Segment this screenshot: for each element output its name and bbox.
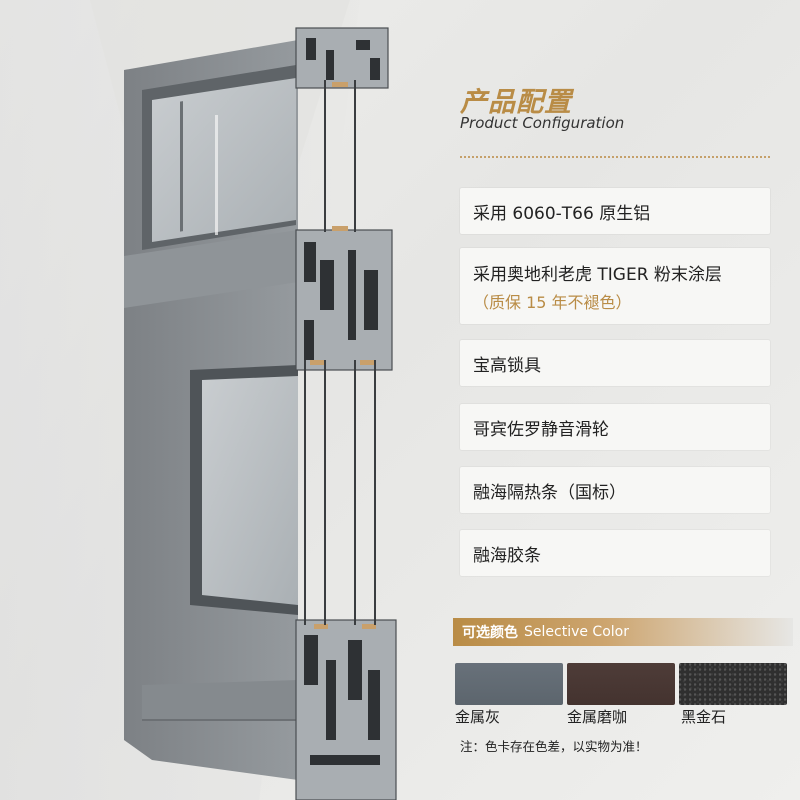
feature-item: 采用 6060-T66 原生铝 — [460, 188, 770, 234]
color-swatch-metal-coffee[interactable] — [567, 663, 675, 705]
feature-text: 融海隔热条（国标） — [473, 482, 626, 503]
feature-item: 宝高锁具 — [460, 340, 770, 386]
feature-item: 融海胶条 — [460, 530, 770, 576]
feature-item: 采用奥地利老虎 TIGER 粉末涂层 （质保 15 年不褪色） — [460, 248, 770, 324]
color-header-cn: 可选颜色 — [462, 625, 518, 641]
feature-text: 哥宾佐罗静音滑轮 — [473, 419, 609, 440]
config-title: 产品配置 — [460, 87, 572, 118]
color-note: 注：色卡存在色差，以实物为准！ — [460, 739, 648, 754]
config-subtitle: Product Configuration — [460, 114, 625, 132]
feature-item: 融海隔热条（国标） — [460, 467, 770, 513]
window-profile-illustration — [124, 27, 397, 800]
color-options-header: 可选颜色 Selective Color — [453, 618, 793, 646]
feature-text: 采用 6060-T66 原生铝 — [473, 203, 651, 224]
feature-text: 融海胶条 — [473, 545, 541, 566]
feature-text: 宝高锁具 — [473, 355, 541, 376]
color-header-en: Selective Color — [524, 624, 629, 640]
color-swatch-metal-gray[interactable] — [455, 663, 563, 705]
feature-subtext: （质保 15 年不褪色） — [473, 292, 632, 312]
feature-text: 采用奥地利老虎 TIGER 粉末涂层 — [473, 264, 722, 285]
swatch-label: 黑金石 — [681, 708, 727, 726]
swatch-label: 金属灰 — [455, 708, 501, 726]
feature-item: 哥宾佐罗静音滑轮 — [460, 404, 770, 450]
dotted-divider — [460, 156, 770, 158]
swatch-label: 金属磨咖 — [567, 708, 628, 726]
color-swatch-black-gold-stone[interactable] — [679, 663, 787, 705]
